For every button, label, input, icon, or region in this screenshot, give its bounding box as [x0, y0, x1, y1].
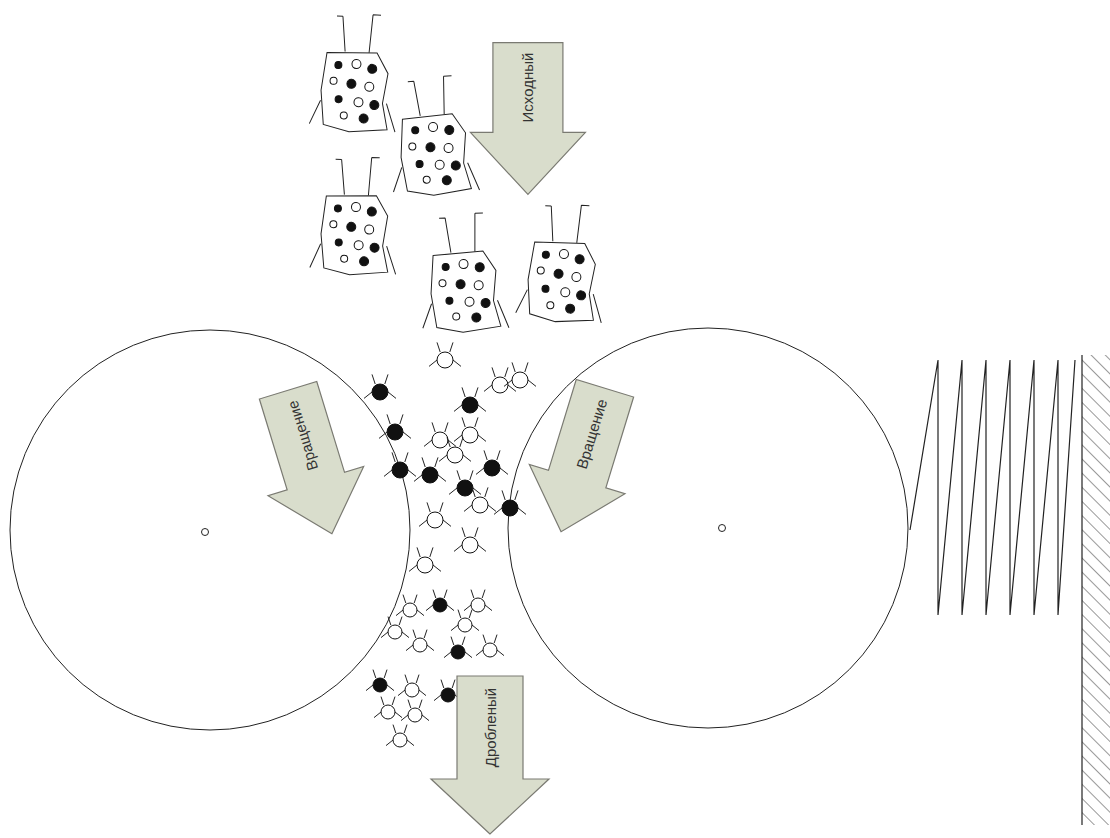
left-roll-axis: [202, 529, 209, 536]
arrow-label: Дробленый: [483, 688, 498, 767]
arrow-label: Исходный: [520, 52, 535, 122]
arrow-outline: [470, 42, 585, 194]
right-roll: [508, 328, 908, 728]
crushed-piece: [451, 610, 479, 632]
crushed-piece: [406, 630, 434, 652]
rock: [515, 201, 609, 325]
crushed-piece: [364, 374, 396, 400]
arrow-outline: [431, 676, 549, 834]
crushed-piece: [454, 417, 486, 443]
rock: [309, 12, 401, 134]
crushed-piece: [396, 595, 424, 617]
crushed-piece: [398, 675, 426, 697]
crushed-piece: [476, 450, 508, 476]
crushed-material: [309, 12, 609, 747]
rotation-arrow: Вращение: [513, 374, 652, 547]
crushed-piece: [464, 487, 496, 513]
crushed-piece: [409, 547, 441, 573]
crushed-piece: [504, 362, 536, 388]
spring: [910, 360, 1075, 615]
arrow-outline: [240, 376, 379, 549]
rotation-arrow: Вращение: [240, 376, 379, 549]
crushed-piece: [464, 590, 492, 612]
feed-arrow: Исходный: [470, 42, 585, 194]
crushed-piece: [454, 527, 486, 553]
wall-hatching: [1082, 355, 1110, 825]
crushed-piece: [379, 414, 411, 440]
right-roll-axis: [719, 525, 726, 532]
crushed-piece: [414, 457, 446, 483]
crushed-piece: [381, 617, 409, 639]
crushed-piece: [429, 342, 461, 368]
crushed-piece: [439, 437, 471, 463]
rock: [417, 212, 509, 334]
crushed-piece: [384, 452, 416, 478]
crushed-piece: [449, 470, 481, 496]
crushed-piece: [424, 422, 456, 448]
crushed-piece: [444, 637, 472, 659]
product-arrow: Дробленый: [431, 676, 549, 834]
crushed-piece: [476, 635, 504, 657]
crushed-piece: [386, 725, 414, 747]
arrow-outline: [513, 374, 652, 547]
wall: [1081, 355, 1082, 825]
left-roll: [10, 330, 410, 730]
crushed-piece: [426, 590, 454, 612]
crushed-piece: [401, 700, 429, 722]
rock: [386, 74, 480, 198]
crushed-piece: [419, 502, 451, 528]
crushed-piece: [374, 697, 402, 719]
crushed-piece: [494, 490, 526, 516]
rock: [310, 156, 400, 277]
crushed-piece: [366, 670, 394, 692]
crushed-piece: [454, 387, 486, 413]
